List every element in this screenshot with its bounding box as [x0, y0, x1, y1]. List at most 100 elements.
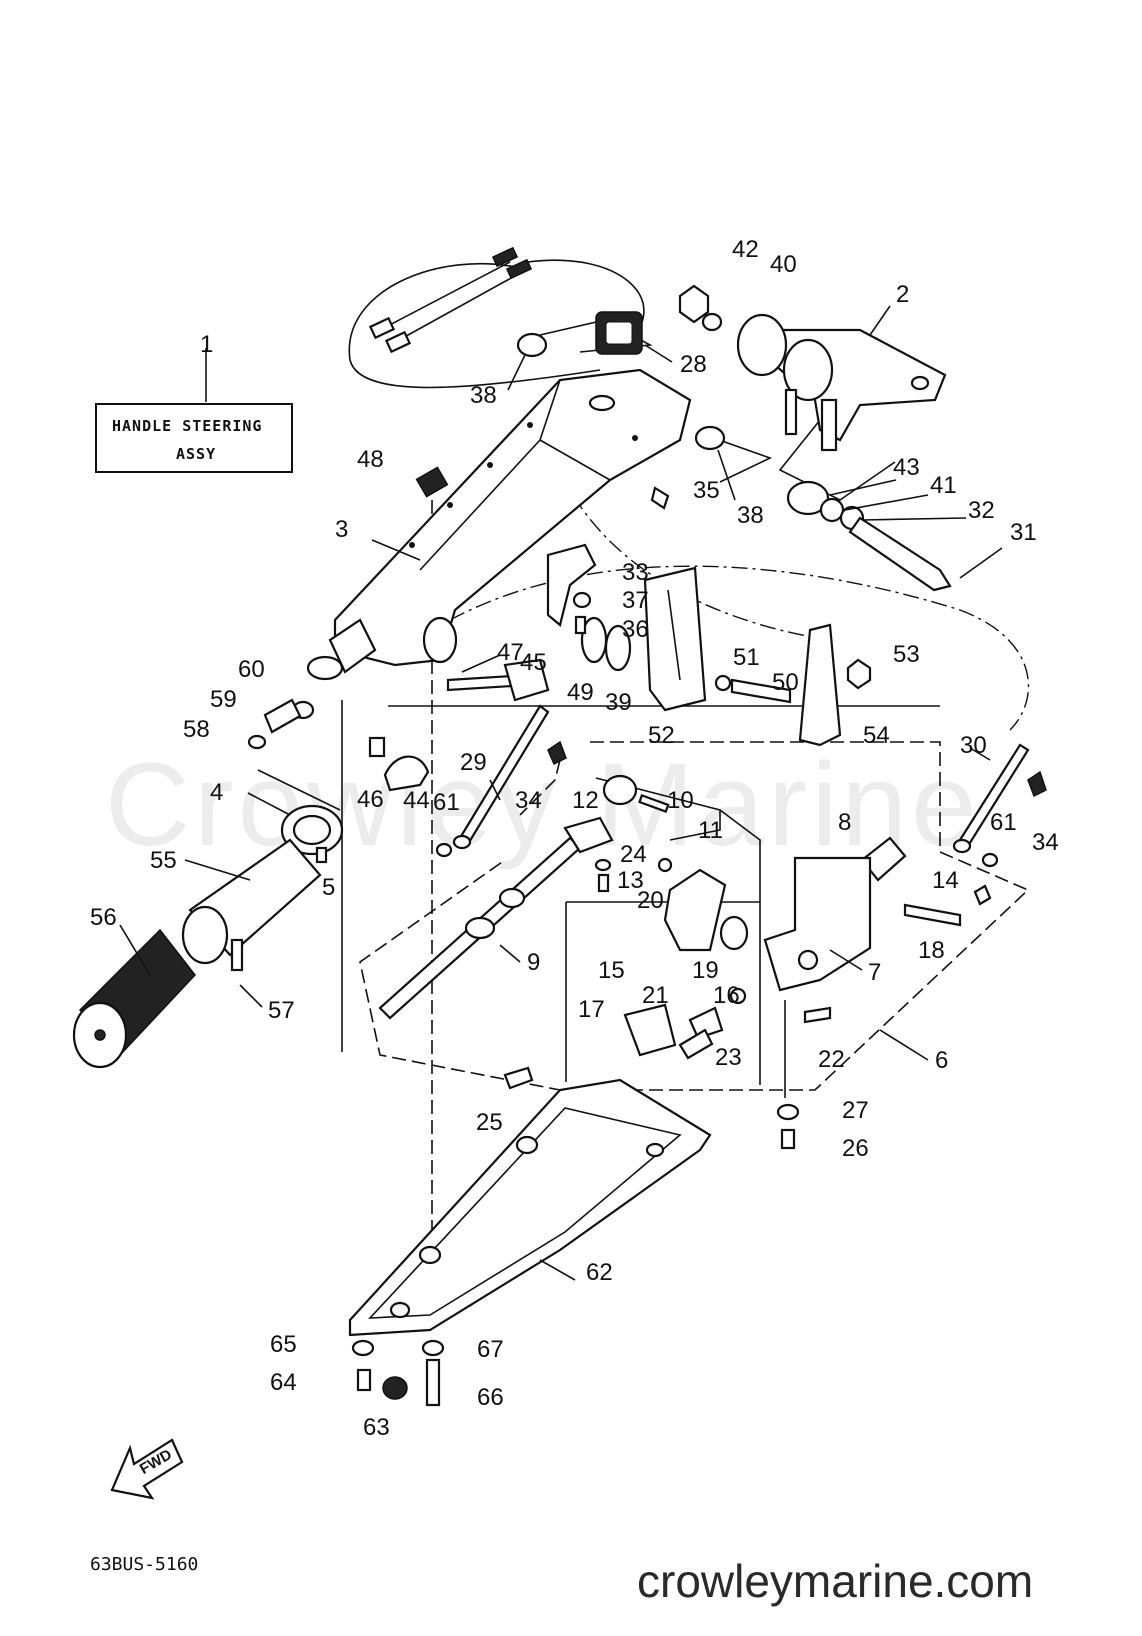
throttle-grip — [72, 769, 344, 1069]
bracket-33 — [546, 543, 597, 627]
collar-upper — [516, 332, 548, 358]
bracket-hole — [588, 394, 616, 412]
clip-34a — [547, 740, 567, 766]
part-label-53: 53 — [893, 641, 920, 668]
bracket-edge — [419, 379, 611, 571]
leader-line — [247, 792, 291, 816]
part-label-13: 13 — [617, 867, 644, 894]
cover-hole — [389, 1301, 411, 1319]
rivet — [409, 542, 415, 548]
part-label-61a: 61 — [433, 789, 460, 816]
bottom-cover — [348, 1066, 800, 1407]
rod-9-joint — [464, 916, 496, 940]
washer-24 — [594, 858, 612, 872]
outline-line — [565, 901, 760, 1082]
part-label-56: 56 — [90, 904, 117, 931]
part-label-44: 44 — [403, 787, 430, 814]
leader-line — [844, 494, 929, 511]
rivet — [487, 462, 493, 468]
leader-line — [717, 449, 736, 501]
part-label-28: 28 — [680, 351, 707, 378]
lever-15 — [663, 868, 727, 952]
part-label-15: 15 — [598, 957, 625, 984]
part-label-7: 7 — [868, 959, 881, 986]
part-label-66: 66 — [477, 1384, 504, 1411]
part-label-33: 33 — [622, 559, 649, 586]
outline-line — [595, 777, 761, 1085]
screw-36 — [574, 615, 587, 635]
rivet — [447, 502, 453, 508]
screw-25 — [503, 1066, 534, 1090]
outline-segment — [519, 759, 561, 816]
fwd-arrow-icon — [110, 1438, 184, 1500]
steering-bracket — [306, 368, 692, 681]
swivel-boss — [782, 338, 834, 402]
part-label-26: 26 — [842, 1135, 869, 1162]
part-label-38a: 38 — [470, 382, 497, 409]
bushing-43 — [786, 480, 830, 516]
washer-19 — [719, 915, 749, 951]
part-label-5: 5 — [322, 874, 335, 901]
cover-hole — [645, 1142, 665, 1158]
rivet — [632, 435, 638, 441]
lever-slot — [667, 589, 681, 681]
leader-line — [539, 1259, 576, 1281]
ball-16 — [729, 987, 747, 1005]
outline-line — [669, 810, 721, 841]
leader-line — [829, 479, 897, 496]
nut-42 — [678, 284, 710, 324]
leader-line — [489, 779, 501, 801]
rivet — [527, 422, 533, 428]
friction-piece-44 — [383, 755, 430, 792]
washer-65 — [351, 1339, 375, 1357]
friction-plate-54 — [798, 623, 842, 747]
title-box-line2: ASSY — [176, 445, 216, 463]
part-label-9: 9 — [527, 949, 540, 976]
part-label-3: 3 — [335, 516, 348, 543]
grip-cap-inner — [292, 814, 332, 846]
leader-line — [879, 1029, 929, 1061]
sub-assembly-6-outline — [359, 741, 1030, 1091]
washer-39 — [604, 624, 632, 672]
part-label-31: 31 — [1010, 519, 1037, 546]
grip-end-dot — [94, 1029, 106, 1041]
part-label-35: 35 — [693, 477, 720, 504]
part-label-50: 50 — [772, 669, 799, 696]
nut-46 — [368, 736, 386, 758]
part-label-45: 45 — [520, 649, 547, 676]
fwd-arrow: FWD — [110, 1438, 184, 1500]
part-label-12: 12 — [572, 787, 599, 814]
part-label-46: 46 — [357, 786, 384, 813]
plate-7-hole — [797, 949, 819, 971]
clip-61a — [435, 842, 453, 858]
bolt-26 — [780, 1128, 796, 1150]
part-label-63: 63 — [363, 1414, 390, 1441]
shaft-end — [306, 655, 344, 681]
swivel-pin — [820, 398, 838, 452]
clip-20 — [657, 857, 673, 873]
clip-58 — [247, 734, 267, 750]
screw-13 — [597, 873, 610, 893]
rod-end — [452, 834, 472, 850]
part-label-59: 59 — [210, 686, 237, 713]
part-label-65: 65 — [270, 1331, 297, 1358]
part-label-61b: 61 — [990, 809, 1017, 836]
leader-line — [239, 984, 263, 1008]
part-label-24: 24 — [620, 841, 647, 868]
lever-8 — [860, 836, 907, 882]
leader-line — [969, 747, 991, 761]
screw-5 — [315, 846, 328, 864]
collar-lower — [694, 425, 726, 451]
part-label-52: 52 — [648, 722, 675, 749]
part-label-55: 55 — [150, 847, 177, 874]
part-label-21: 21 — [642, 982, 669, 1009]
screw-57 — [230, 938, 244, 972]
diagram-code: 63BUS-5160 — [90, 1554, 198, 1575]
part-label-67: 67 — [477, 1336, 504, 1363]
washer-27 — [776, 1103, 800, 1121]
title-box-line1: HANDLE STEERING — [112, 417, 262, 435]
grip-ring — [181, 905, 229, 965]
spring-59 — [263, 698, 302, 734]
part-label-20: 20 — [637, 887, 664, 914]
